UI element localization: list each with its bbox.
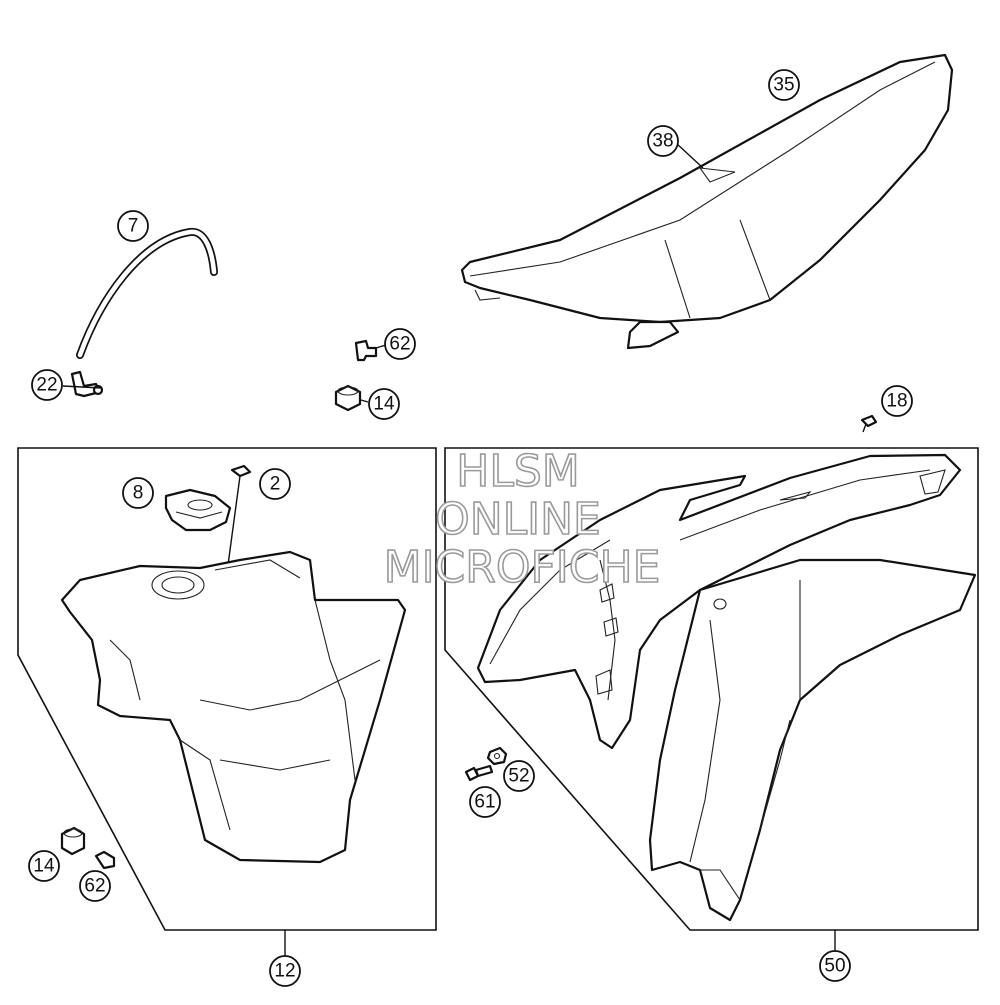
svg-text:8: 8 <box>133 483 144 504</box>
tank-group-frame <box>17 447 437 931</box>
vent-screw-part <box>227 464 252 566</box>
callout-7: 7 <box>117 210 149 242</box>
svg-text:62: 62 <box>84 876 105 897</box>
callout-18: 18 <box>881 385 913 417</box>
seat-part <box>460 53 954 350</box>
screw-part <box>354 339 378 362</box>
callout-62-lower: 62 <box>79 870 111 902</box>
svg-text:50: 50 <box>824 956 845 977</box>
callout-12: 12 <box>269 955 301 987</box>
svg-text:18: 18 <box>886 391 907 412</box>
callout-61: 61 <box>469 786 501 818</box>
svg-text:2: 2 <box>270 474 281 495</box>
screw-part-61 <box>464 764 494 782</box>
svg-text:61: 61 <box>474 792 495 813</box>
hose-fitting-part <box>70 370 104 398</box>
watermark-line-1: HLSM <box>456 446 580 497</box>
svg-text:22: 22 <box>36 375 57 396</box>
svg-text:14: 14 <box>33 856 55 877</box>
callout-8: 8 <box>122 477 154 509</box>
radiator-spoiler-left-part <box>476 453 962 750</box>
svg-text:38: 38 <box>652 131 673 152</box>
bushing-part-lower <box>60 826 86 856</box>
svg-text:52: 52 <box>508 766 529 787</box>
callout-35: 35 <box>768 69 800 101</box>
svg-text:62: 62 <box>389 334 410 355</box>
spoiler-group-frame <box>444 447 979 931</box>
callout-14-lower: 14 <box>28 850 60 882</box>
callout-38: 38 <box>647 125 679 157</box>
callout-2: 2 <box>259 468 291 500</box>
bushing-part <box>334 384 362 412</box>
svg-text:14: 14 <box>373 394 395 415</box>
radiator-spoiler-right-part <box>648 558 977 922</box>
watermark-line-3: MICROFICHE <box>384 542 661 593</box>
callout-22: 22 <box>31 369 63 401</box>
fuel-tank-part <box>60 550 407 864</box>
svg-text:35: 35 <box>773 75 794 96</box>
fuel-cap-part <box>164 488 232 532</box>
callout-62-upper: 62 <box>384 328 416 360</box>
screw-part-lower <box>94 850 116 870</box>
fuel-hose-part <box>76 227 218 359</box>
callout-14-upper: 14 <box>368 388 400 420</box>
watermark-line-2: ONLINE <box>435 494 601 545</box>
callout-50: 50 <box>819 950 851 982</box>
nut-part <box>486 746 508 766</box>
svg-text:12: 12 <box>274 961 295 982</box>
screw-part-18 <box>860 414 878 433</box>
callout-52: 52 <box>503 760 535 792</box>
svg-text:7: 7 <box>128 216 139 237</box>
